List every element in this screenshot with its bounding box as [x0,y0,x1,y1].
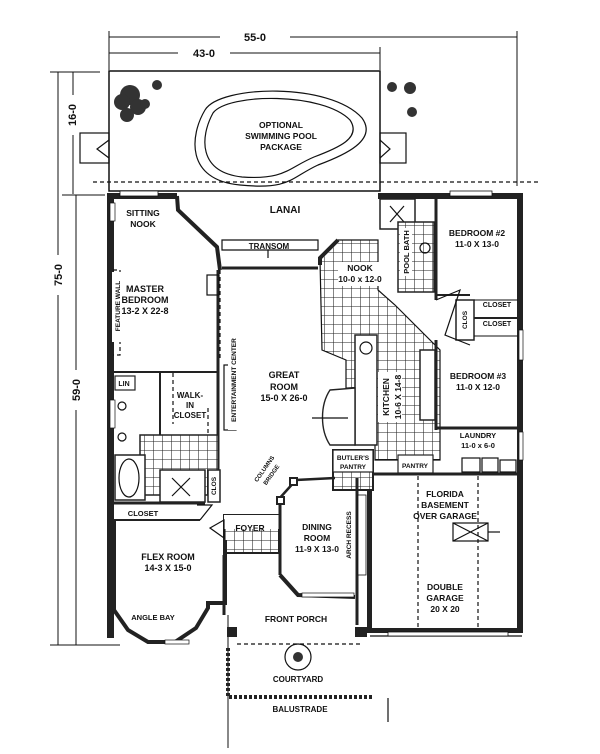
shrub-icon [140,99,150,109]
label-courtyard: COURTYARD [273,675,324,684]
label-pantry: PANTRY [402,463,429,470]
label-florida-basement-3: OVER GARAGE [413,511,477,521]
label-garage-2: GARAGE [426,593,464,603]
label-sitting-nook-1: SITTING [126,208,160,218]
tree-icon [293,652,303,662]
dim-house-width: 43-0 [193,48,215,60]
shrub-icon [152,80,162,90]
label-foyer: FOYER [235,523,264,533]
label-master-1: MASTER [126,284,165,294]
label-feature-wall: FEATURE WALL [115,281,122,331]
label-great-room-2: ROOM [270,382,298,392]
label-angle-bay: ANGLE BAY [131,613,174,622]
label-butlers-pantry-1: BUTLER'S [337,455,370,462]
label-walk-in-1: WALK- [177,391,204,400]
label-master-2: BEDROOM [122,295,169,305]
label-bedroom2-size: 11-0 X 13-0 [455,239,499,249]
label-closet-bed2: CLOSET [483,302,512,309]
pool-label-line3: PACKAGE [260,142,302,152]
label-great-room-1: GREAT [269,370,300,380]
dim-overall-width: 55-0 [244,32,266,44]
shrub-icon [407,107,417,117]
label-nook-size: 10-0 x 12-0 [338,274,382,284]
label-balustrade: BALUSTRADE [272,705,328,714]
pool-label-line2: SWIMMING POOL [245,131,317,141]
pool-deck [79,70,407,192]
tree-icon [114,94,130,110]
label-kitchen-size: 10-6 X 14-8 [393,375,403,420]
label-clos-hall: CLOS [462,310,469,329]
label-flex-room-size: 14-3 X 15-0 [144,563,191,573]
label-kitchen: KITCHEN [381,378,391,416]
label-closet-master: CLOSET [128,509,159,518]
label-nook: NOOK [347,263,373,273]
label-clos-master: CLOS [211,476,218,495]
label-walk-in-2: IN [186,401,194,410]
dimension-lines [50,31,518,646]
label-pool-bath: POOL BATH [402,230,411,273]
label-closet-bed3: CLOSET [483,321,512,328]
label-bedroom3-size: 11-0 X 12-0 [456,382,500,392]
label-laundry-size: 11-0 x 6-0 [461,441,495,450]
tree-icon [120,108,134,122]
label-dining-1: DINING [302,522,332,532]
shrub-icon [404,82,416,94]
label-transom: TRANSOM [249,242,290,251]
label-front-porch: FRONT PORCH [265,614,327,624]
label-laundry: LAUNDRY [460,431,496,440]
label-florida-basement-2: BASEMENT [421,500,470,510]
label-dining-2: ROOM [304,533,330,543]
label-master-size: 13-2 X 22-8 [121,306,168,316]
label-entertainment-center: ENTERTAINMENT CENTER [231,338,238,422]
plant-icons [114,80,417,122]
label-garage-1: DOUBLE [427,582,463,592]
label-florida-basement-1: FLORIDA [426,489,464,499]
label-linen: LIN [118,381,129,388]
label-great-room-size: 15-0 X 26-0 [260,393,307,403]
label-bedroom3: BEDROOM #3 [450,371,506,381]
shrub-icon [387,82,397,92]
label-dining-size: 11-9 X 13-0 [295,544,339,554]
label-flex-room: FLEX ROOM [141,552,195,562]
label-lanai: LANAI [270,205,301,216]
label-sitting-nook-2: NOOK [130,219,156,229]
label-arch-recess: ARCH RECESS [346,511,353,559]
label-walk-in-3: CLOSET [174,411,207,420]
pool-label-line1: OPTIONAL [259,120,303,130]
dim-pool-depth: 16-0 [67,104,79,126]
label-bedroom2: BEDROOM #2 [449,228,505,238]
dim-house-depth: 59-0 [71,379,83,401]
dim-overall-depth: 75-0 [53,264,65,286]
label-garage-size: 20 X 20 [430,604,460,614]
label-butlers-pantry-2: PANTRY [340,464,367,471]
tile-floor [319,239,441,461]
